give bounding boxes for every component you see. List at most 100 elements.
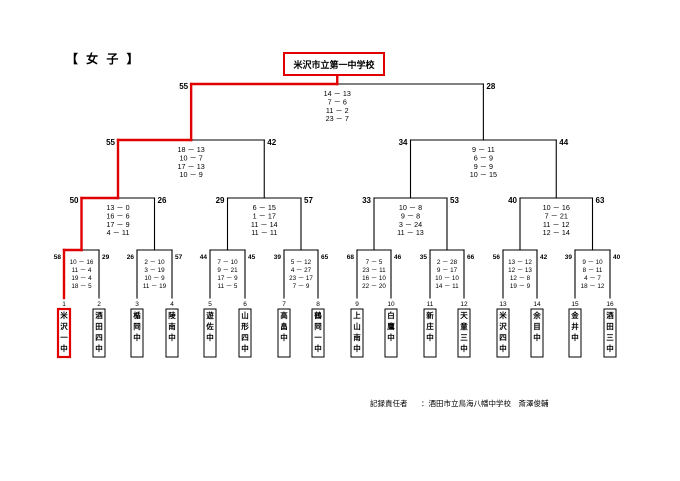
score-right: 45 [248, 254, 256, 261]
score-left: 55 [106, 138, 115, 147]
team-name-char: 米 [60, 310, 68, 320]
team-box [457, 308, 471, 358]
team-name-char: 三 [460, 333, 468, 342]
quarter-score: 23 － 17 [289, 275, 313, 282]
team-name-char: 中 [606, 343, 614, 353]
quarter-score: 5 － 12 [291, 259, 312, 266]
team-name-char: 中 [280, 332, 288, 342]
team-name-char: 中 [95, 343, 103, 353]
team-name-char: 中 [314, 343, 322, 353]
team-number: 5 [208, 301, 212, 308]
team-number: 9 [355, 301, 359, 308]
team-name-char: 余 [532, 310, 541, 320]
team-name-char: 中 [533, 332, 541, 342]
quarter-score: 10 － 9 [180, 170, 203, 179]
quarter-score: 11 － 11 [251, 228, 277, 237]
team-number: 16 [606, 301, 614, 308]
team-number: 1 [62, 301, 66, 308]
score-right: 57 [304, 196, 313, 205]
score-left: 50 [70, 196, 79, 205]
team-name-char: 岡 [133, 322, 141, 331]
quarter-score: 10 － 8 [399, 203, 422, 212]
quarter-score: 17 － 13 [178, 162, 205, 171]
quarter-score: 7 － 9 [293, 283, 310, 290]
score-right: 46 [394, 254, 402, 261]
team-name-char: 四 [241, 333, 249, 342]
team-box [496, 308, 510, 358]
quarter-score: 10 － 16 [70, 259, 94, 266]
score-left: 35 [420, 254, 428, 261]
quarter-score: 9 － 21 [217, 267, 238, 274]
quarter-score: 12 － 8 [510, 275, 531, 282]
quarter-score: 18 － 13 [178, 145, 205, 154]
score-right: 44 [559, 138, 568, 147]
score-right: 63 [596, 196, 605, 205]
quarter-score: 11 － 14 [251, 220, 278, 229]
team-name-char: 岡 [314, 322, 322, 331]
score-right: 65 [321, 254, 329, 261]
score-right: 53 [450, 196, 459, 205]
team-name-char: 目 [533, 322, 541, 331]
score-left: 39 [274, 254, 282, 261]
team-name-char: 上 [353, 310, 361, 320]
quarter-score: 7 － 6 [328, 97, 347, 106]
team-name-char: 中 [133, 332, 141, 342]
team-box [56, 307, 72, 359]
quarter-score: 10 － 16 [543, 203, 570, 212]
team-name-char: 中 [426, 332, 434, 342]
score-right: 57 [175, 254, 183, 261]
team-name-char: 中 [387, 332, 395, 342]
quarter-score: 10 － 10 [435, 275, 459, 282]
score-left: 34 [399, 138, 408, 147]
score-right: 66 [467, 254, 475, 261]
team-name-char: 鷹 [387, 321, 395, 331]
team-box [568, 308, 582, 358]
team-name-char: 一 [60, 333, 68, 342]
team-name-char: 山 [353, 321, 361, 331]
team-name-char: 井 [571, 321, 579, 331]
quarter-score: 8 － 11 [583, 267, 603, 274]
quarter-score: 6 － 9 [474, 153, 493, 162]
team-name-char: 山 [241, 310, 249, 320]
quarter-score: 4 － 11 [107, 228, 130, 237]
quarter-score: 19 － 9 [510, 283, 531, 290]
score-left: 55 [179, 82, 188, 91]
score-left: 26 [127, 254, 135, 261]
quarter-score: 11 － 19 [143, 283, 167, 290]
team-number: 13 [499, 301, 507, 308]
quarter-score: 17 － 9 [106, 220, 129, 229]
team-name-char: 鶴 [314, 310, 322, 320]
score-left: 58 [54, 254, 62, 261]
team-number: 10 [387, 301, 395, 308]
team-name-char: 中 [241, 343, 249, 353]
champion-box: 米沢市立第一中学校 [283, 52, 385, 76]
team-number: 12 [460, 301, 468, 308]
quarter-score: 2 － 10 [144, 259, 165, 266]
score-right: 29 [102, 254, 110, 261]
score-left: 68 [347, 254, 355, 261]
team-box [311, 308, 325, 358]
team-number: 3 [135, 301, 139, 308]
quarter-score: 10 － 7 [180, 153, 203, 162]
team-box [238, 308, 252, 358]
team-name-char: 田 [95, 322, 103, 331]
team-name-char: 中 [571, 332, 579, 342]
quarter-score: 6 － 15 [253, 203, 276, 212]
team-name-char: 童 [460, 321, 468, 331]
footer-value: ：酒田市立鳥海八幡中学校 斎澤俊輔 [421, 399, 549, 408]
team-name-char: 南 [353, 332, 361, 342]
quarter-score: 18 － 5 [71, 283, 92, 290]
bracket-heading: 【 女 子 】 [66, 52, 141, 66]
team-number: 4 [170, 301, 174, 308]
team-name-char: 白 [387, 310, 395, 320]
quarter-score: 3 － 19 [144, 267, 165, 274]
quarter-score: 11 － 2 [326, 106, 349, 115]
score-left: 56 [493, 254, 501, 261]
quarter-score: 14 － 13 [324, 89, 351, 98]
quarter-score: 11 － 5 [218, 283, 238, 290]
team-box [92, 308, 106, 358]
team-name-char: 南 [168, 321, 176, 331]
team-name-char: 四 [95, 333, 103, 342]
